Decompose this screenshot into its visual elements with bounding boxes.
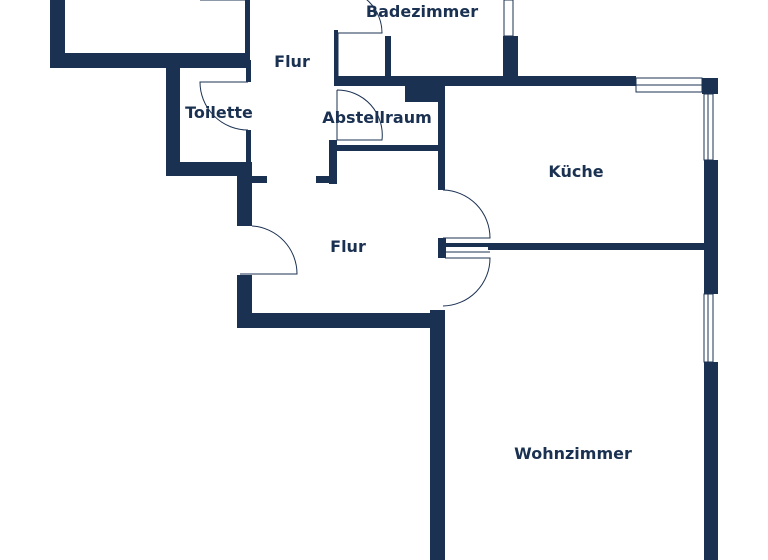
wall-abstell-bottom	[337, 145, 443, 151]
label-flur-top: Flur	[274, 52, 310, 71]
wall-kueche-bottom	[488, 243, 704, 250]
wall-toilette-top	[180, 60, 250, 63]
label-flur-main: Flur	[330, 237, 366, 256]
wall-kueche-wohn-divider	[438, 238, 446, 258]
wall-stub-right	[316, 176, 334, 183]
wall-flur-left-upper	[237, 170, 252, 226]
wall-right-wohnzimmer	[704, 362, 718, 560]
label-badezimmer: Badezimmer	[366, 2, 478, 21]
wall-bad-mid	[385, 36, 391, 80]
wall-bad-left	[334, 30, 338, 80]
wall-toilette-bottom	[166, 162, 252, 176]
wall-toilette-right-lower	[246, 130, 251, 165]
wall-kueche-bottom-left	[445, 243, 488, 247]
wall-right-top-corner	[702, 78, 718, 94]
door-toilette	[199, 81, 249, 131]
wall-abstell-left	[329, 140, 337, 184]
room-labels: Badezimmer Flur Toilette Abstellraum Küc…	[185, 2, 632, 463]
wall-wohnzimmer-left	[430, 310, 445, 560]
door-kueche	[442, 189, 491, 239]
doors	[199, 0, 491, 307]
label-abstellraum: Abstellraum	[322, 108, 432, 127]
door-entrance	[240, 225, 298, 275]
wall-bad-right	[503, 36, 518, 80]
wall-right-kueche	[704, 160, 718, 294]
wall-abstell-top-right	[405, 86, 445, 102]
door-abstellraum	[336, 89, 383, 141]
wall-toilette-right	[246, 60, 251, 82]
wall-bad-top-left	[334, 30, 338, 34]
wall-stub-left	[250, 176, 267, 183]
wall-kueche-left	[438, 86, 445, 190]
window-bad-top	[503, 0, 514, 37]
wall-upper-left-right	[245, 0, 250, 56]
door-wohnzimmer	[442, 257, 491, 307]
windows	[503, 0, 714, 363]
wall-flur-bottom	[237, 313, 444, 328]
wall-upper-left-bottom	[50, 53, 250, 68]
wall-toilette-left	[166, 60, 180, 176]
wall-upper-left-outer	[50, 0, 65, 68]
label-wohnzimmer: Wohnzimmer	[514, 444, 632, 463]
door-badezimmer	[338, 0, 383, 34]
walls	[50, 0, 718, 560]
label-toilette: Toilette	[185, 103, 253, 122]
wall-bad-bottom	[334, 76, 636, 86]
label-kueche: Küche	[548, 162, 603, 181]
